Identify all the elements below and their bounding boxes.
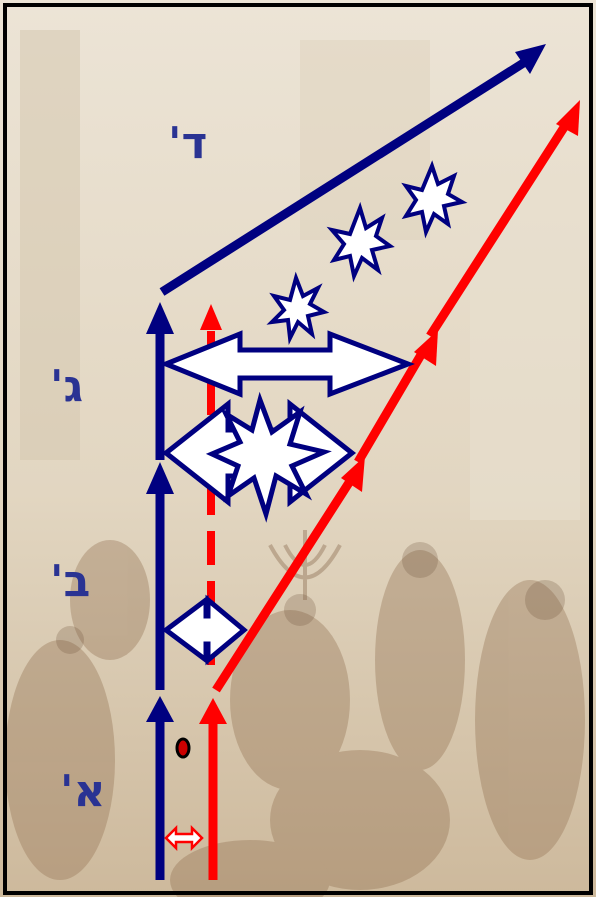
small-divergence-arrow-icon	[166, 828, 202, 848]
primary-arrowhead-b	[146, 462, 174, 494]
explosion-icon-2	[332, 208, 390, 276]
primary-arrowhead-c	[146, 302, 174, 334]
secondary-arrowhead-a	[199, 698, 227, 724]
stage-label-c: ג'	[50, 365, 83, 409]
stage-label-d: ד'	[168, 122, 207, 166]
widest-divergence-arrow-icon	[166, 334, 408, 394]
explosion-icon-3	[406, 166, 462, 232]
explosion-icon-1	[272, 278, 324, 338]
starting-point-dot	[177, 739, 189, 757]
medium-divergence-arrow-icon	[166, 600, 244, 660]
stage-label-a: א'	[60, 770, 106, 814]
primary-arrowhead-a	[146, 696, 174, 722]
stage-label-b: ב'	[50, 560, 90, 604]
secondary-arrowhead-dashed	[200, 304, 222, 330]
